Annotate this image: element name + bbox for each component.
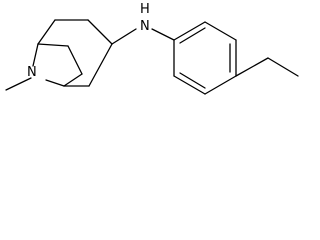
benzene-ring: [173, 21, 237, 95]
bond-ethyl-1: [235, 57, 269, 77]
amine-nitrogen-label: N: [140, 19, 150, 34]
bond-nh-to-phenyl: [151, 28, 175, 41]
bond-ar-1: [173, 21, 206, 41]
bond-n-methyl: [5, 77, 32, 91]
ethyl-group: [235, 57, 299, 77]
bond-ar-double-1: [179, 27, 206, 44]
bridge-nitrogen-label: N: [27, 65, 37, 80]
bond-bridge-1: [37, 43, 69, 47]
bond-ar-4: [204, 75, 237, 95]
bond-ar-2: [204, 21, 237, 41]
bond-ar-double-3: [179, 72, 206, 89]
bicyclic-ring: [5, 19, 113, 91]
bond-ar-5: [173, 75, 206, 95]
bond-ring-6: [32, 43, 39, 67]
bond-ring-7: [45, 79, 65, 87]
bond-ethyl-2: [267, 57, 299, 77]
bond-bridge-3: [63, 73, 83, 87]
amine-linkage: [111, 28, 175, 45]
structure-diagram: N H N: [5, 2, 299, 95]
bond-ring-to-nh: [111, 28, 137, 45]
bond-bridge-2: [67, 45, 83, 75]
bond-ring-4: [88, 43, 113, 87]
bond-ring-1: [37, 19, 56, 45]
amine-hydrogen-label: H: [140, 2, 150, 17]
bond-ring-3: [87, 19, 113, 45]
